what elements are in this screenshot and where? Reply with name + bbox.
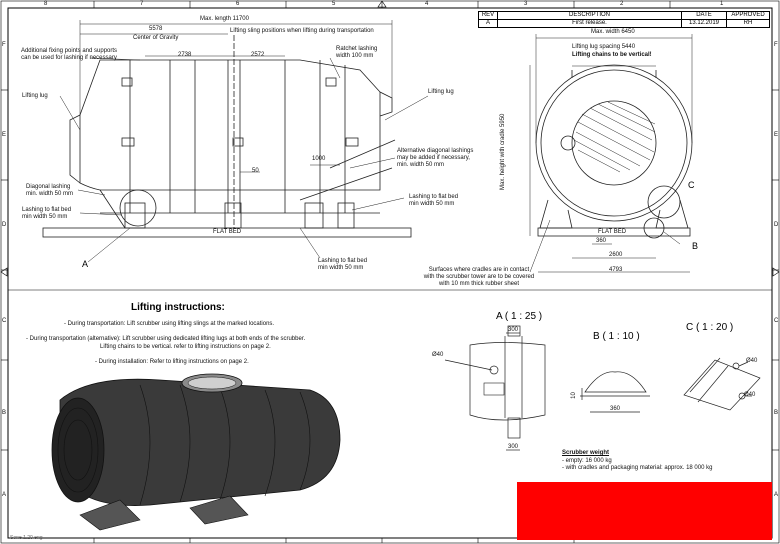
rev-cell: A — [478, 19, 498, 28]
zone-label: B — [774, 410, 779, 416]
watermark: Sone 1.20 eng — [10, 535, 43, 541]
revision-table: REV DESCRIPTION DATE APPROVED A First re… — [478, 11, 770, 28]
zone-label: D — [2, 222, 7, 228]
zone-label: 3 — [524, 1, 528, 7]
flat-bed-label: FLAT BED — [213, 229, 242, 235]
zone-label: E — [774, 132, 779, 138]
max-width-label: Max. width 6450 — [591, 29, 635, 35]
center-mark-top — [377, 0, 387, 8]
end-flat-bed-label: FLAT BED — [598, 229, 627, 235]
detail-a-dim: 300 — [508, 444, 519, 450]
chains-vertical-label: Lifting chains to be vertical! — [572, 52, 652, 58]
instructions-title: Lifting instructions: — [131, 302, 225, 313]
zone-label: 4 — [425, 1, 429, 7]
zone-label: B — [2, 410, 7, 416]
callout-a: A — [82, 259, 89, 269]
description-header: DESCRIPTION — [497, 11, 682, 20]
zone-label: F — [774, 42, 778, 48]
zone-label: D — [774, 222, 779, 228]
zone-label: 1 — [720, 1, 724, 7]
detail-b-title: B ( 1 : 10 ) — [593, 331, 640, 342]
end-flat-bed — [537, 227, 691, 237]
callout-b: B — [692, 241, 699, 251]
render-end-cap — [51, 397, 105, 503]
zone-label: 7 — [140, 1, 144, 7]
zone-label: 5 — [332, 1, 336, 7]
instruction-line: Lifting chains to be vertical. refer to … — [100, 344, 271, 350]
detail-b-dim: 10 — [570, 392, 577, 399]
zone-label: E — [2, 132, 7, 138]
approved-header: APPROVED — [726, 11, 770, 20]
center-mark-right — [772, 267, 780, 277]
dim-360: 360 — [596, 238, 607, 244]
detail-c — [683, 357, 761, 411]
dim-2600: 2600 — [609, 252, 623, 258]
rev-header: REV — [478, 11, 498, 20]
date-cell: 13.12.2019 — [681, 19, 727, 28]
end-view — [535, 64, 693, 239]
lifting-lug-right-label: Lifting lug — [428, 89, 454, 95]
instruction-line: - During transportation (alternative): L… — [26, 336, 306, 342]
detail-a-dim: 300 — [508, 327, 519, 333]
dim-2572: 2572 — [251, 52, 265, 58]
date-header: DATE — [681, 11, 727, 20]
approved-cell: RH — [726, 19, 770, 28]
cog-value: 5578 — [149, 26, 163, 32]
end-dimensions — [529, 34, 693, 273]
sling-positions-label: Lifting sling positions when lifting dur… — [230, 28, 374, 34]
weight-with-cradles: - with cradles and packaging material: a… — [562, 465, 713, 471]
detail-b — [580, 371, 650, 413]
tank-end-opening — [571, 100, 657, 186]
scrubber-render — [51, 373, 341, 531]
zone-label: 8 — [44, 1, 48, 7]
dim-1000: 1000 — [312, 156, 326, 162]
zone-label: C — [774, 318, 779, 324]
zone-label: 2 — [620, 1, 624, 7]
detail-c-dia: Ø40 — [746, 358, 758, 364]
cog-label: Center of Gravity — [133, 35, 179, 41]
instruction-line: - During transportation: Lift scrubber u… — [64, 321, 275, 327]
lug-spacing-label: Lifting lug spacing 5440 — [572, 44, 636, 50]
tank-end-outer — [535, 64, 693, 222]
dim-4793: 4793 — [609, 267, 623, 273]
center-mark-left — [0, 267, 8, 277]
weight-empty: - empty: 16 000 kg — [562, 458, 612, 464]
instruction-line: - During installation: Refer to lifting … — [95, 359, 249, 365]
sheet-border — [7, 7, 773, 539]
detail-a — [444, 325, 546, 451]
red-redaction-block — [517, 482, 772, 540]
max-length-label: Max. length 11700 — [200, 16, 249, 22]
zone-label: A — [774, 492, 779, 498]
callout-c: C — [688, 180, 695, 190]
dim-2738: 2738 — [178, 52, 192, 58]
description-cell: First release. — [497, 19, 682, 28]
side-view — [42, 35, 412, 238]
detail-c-title: C ( 1 : 20 ) — [686, 322, 734, 333]
detail-a-dia: Ø40 — [432, 352, 444, 358]
table-row: A First release. 13.12.2019 RH — [478, 19, 770, 28]
detail-b-dim: 360 — [610, 406, 621, 412]
zone-label: C — [2, 318, 7, 324]
zone-label: 6 — [236, 1, 240, 7]
lifting-lug-left-label: Lifting lug — [22, 93, 48, 99]
zone-label: A — [2, 492, 7, 498]
side-dimensions — [59, 20, 429, 263]
zone-label: F — [2, 42, 6, 48]
weight-title: Scrubber weight — [562, 450, 610, 456]
detail-a-title: A ( 1 : 25 ) — [496, 311, 543, 322]
dim-50: 50 — [252, 168, 259, 174]
tank-body — [79, 59, 381, 191]
max-height-label: Max. height with cradle 5950 — [500, 113, 506, 190]
detail-c-dia: Ø40 — [744, 392, 756, 398]
